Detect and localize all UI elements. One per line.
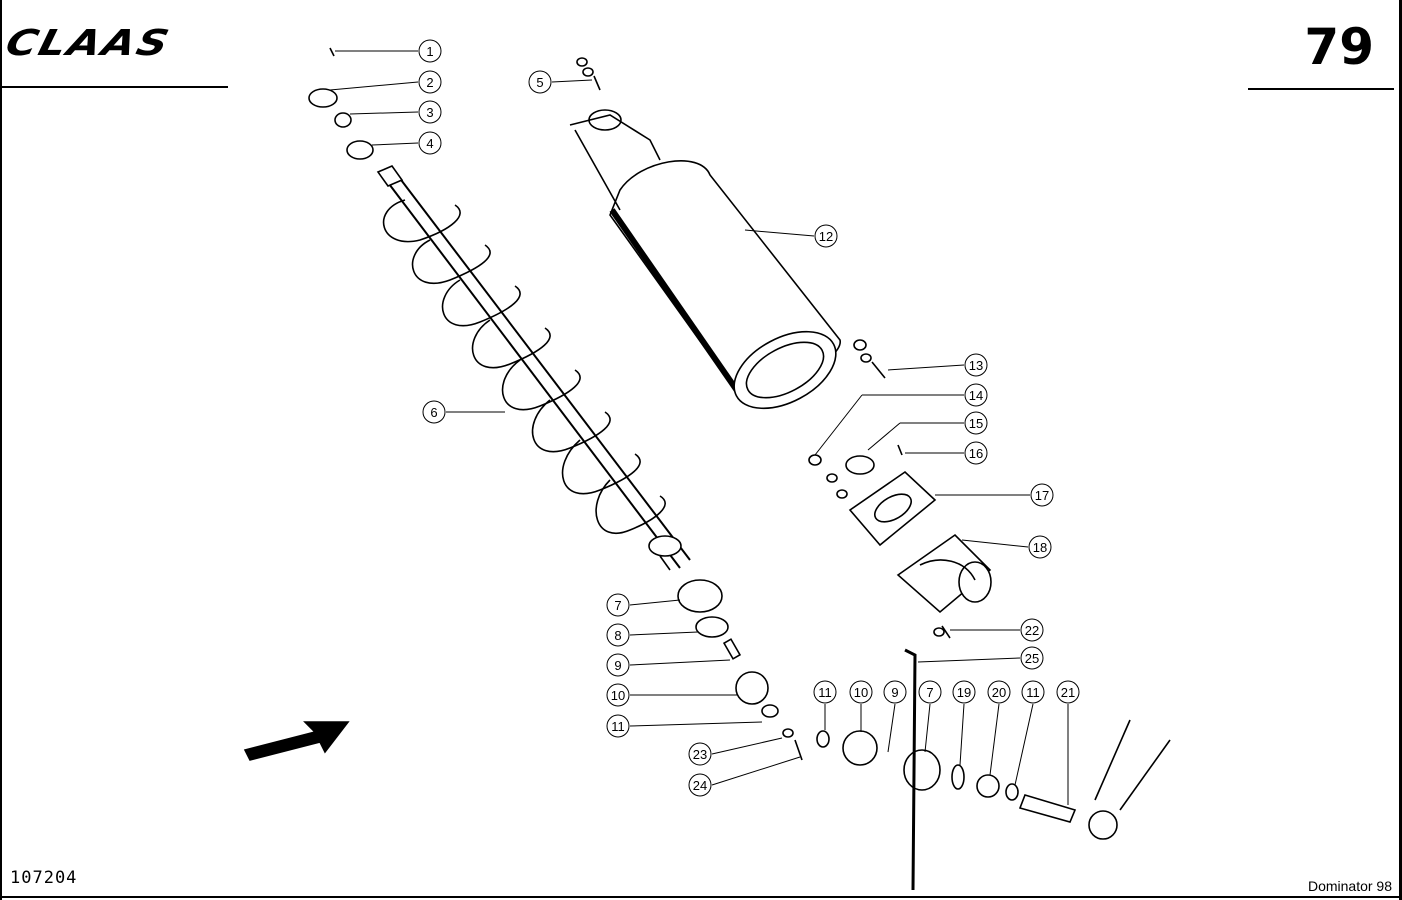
svg-text:9: 9: [891, 685, 898, 700]
callout-16: 16: [905, 441, 988, 465]
svg-text:10: 10: [854, 685, 868, 700]
svg-text:10: 10: [611, 688, 625, 703]
svg-text:16: 16: [969, 446, 983, 461]
callout-13: 13: [887, 353, 988, 377]
callout-bottom-7: 7: [918, 680, 942, 753]
svg-text:19: 19: [957, 685, 971, 700]
svg-text:12: 12: [819, 229, 833, 244]
callout-2: 2: [329, 70, 442, 94]
footer-rule: [0, 896, 1402, 898]
svg-text:17: 17: [1035, 488, 1049, 503]
svg-text:18: 18: [1033, 540, 1047, 555]
callout-9: 9: [606, 653, 731, 677]
auger-shaft: [376, 165, 691, 571]
callout-bottom-9: 9: [883, 680, 907, 753]
direction-arrow: [243, 721, 350, 761]
callout-bottom-21: 21: [1056, 680, 1080, 805]
gear-housing-18: [896, 533, 992, 614]
callout-11: 11: [606, 714, 763, 738]
callout-6: 6: [422, 400, 505, 424]
svg-text:11: 11: [611, 719, 625, 734]
callout-5: 5: [528, 70, 593, 94]
header-rule-left: [0, 86, 228, 88]
callout-bottom-11b: 11: [1014, 680, 1045, 786]
callout-22: 22: [950, 618, 1044, 642]
bearing-housing-17: [848, 470, 937, 547]
callout-24: 24: [688, 756, 801, 797]
svg-text:5: 5: [536, 75, 543, 90]
svg-text:23: 23: [693, 747, 707, 762]
svg-text:25: 25: [1025, 651, 1039, 666]
callout-25: 25: [917, 646, 1044, 670]
svg-text:11: 11: [1026, 685, 1040, 700]
svg-text:21: 21: [1061, 685, 1075, 700]
callout-15: 15: [867, 411, 988, 451]
callout-bottom-19: 19: [952, 680, 976, 766]
svg-text:14: 14: [969, 388, 983, 403]
header-rule-right: [1248, 88, 1394, 90]
small-parts: [308, 47, 1171, 891]
callout-23: 23: [688, 737, 783, 766]
frame-right: [1399, 0, 1402, 900]
svg-text:4: 4: [426, 136, 433, 151]
svg-text:8: 8: [614, 628, 621, 643]
svg-text:6: 6: [430, 405, 437, 420]
svg-text:7: 7: [614, 598, 621, 613]
callout-1: 1: [335, 39, 442, 63]
callout-4: 4: [371, 131, 442, 155]
page-number: 79: [1304, 18, 1374, 76]
callout-17: 17: [935, 483, 1054, 507]
svg-text:13: 13: [969, 358, 983, 373]
svg-text:15: 15: [969, 416, 983, 431]
callout-bottom-20: 20: [987, 680, 1011, 776]
drawing-number: 107204: [10, 868, 78, 888]
callout-12: 12: [744, 224, 838, 248]
svg-text:11: 11: [818, 685, 832, 700]
callout-bottom-11a: 11: [813, 680, 837, 730]
svg-text:2: 2: [426, 75, 433, 90]
frame-left: [0, 0, 2, 900]
svg-text:20: 20: [992, 685, 1006, 700]
svg-text:9: 9: [614, 658, 621, 673]
callout-18: 18: [961, 535, 1052, 559]
callout-7: 7: [606, 593, 681, 617]
callout-bottom-10: 10: [849, 680, 873, 732]
auger-tube: [569, 109, 841, 410]
callout-3: 3: [349, 100, 442, 124]
svg-text:1: 1: [426, 44, 433, 59]
svg-text:24: 24: [693, 778, 707, 793]
callout-10: 10: [606, 683, 738, 707]
svg-text:3: 3: [426, 105, 433, 120]
callout-14: 14: [814, 383, 988, 456]
callout-8: 8: [606, 623, 699, 647]
svg-text:22: 22: [1025, 623, 1039, 638]
svg-text:7: 7: [926, 685, 933, 700]
model-name: Dominator 98: [1307, 878, 1392, 894]
